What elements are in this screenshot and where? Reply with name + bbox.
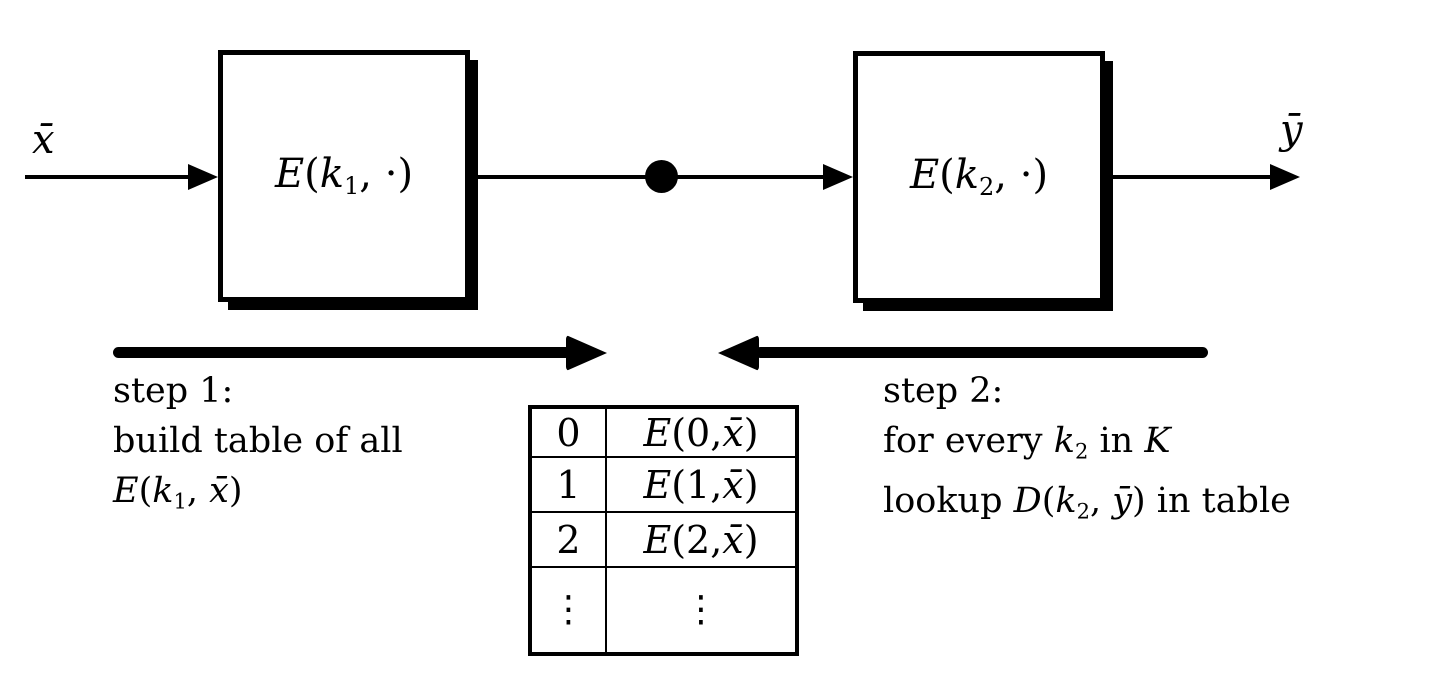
middle-arrowhead-icon bbox=[823, 164, 853, 190]
step2-annotation: step 2: for every k2 in K lookup D(k2, ȳ… bbox=[883, 366, 1291, 537]
encryption-box-2-label: E(k2, ·) bbox=[909, 152, 1049, 202]
table-value-cell: E(2, x̄) bbox=[607, 513, 795, 568]
output-arrowhead-icon bbox=[1270, 164, 1300, 190]
input-arrowhead-icon bbox=[188, 164, 218, 190]
step2-arrowhead-icon bbox=[718, 335, 759, 371]
input-arrow-line bbox=[25, 175, 195, 179]
step1-line3: E(k1, x̄) bbox=[113, 471, 243, 514]
output-signal-label: ȳ bbox=[1280, 107, 1303, 153]
step2-line3: lookup D(k2, ȳ) in table bbox=[883, 481, 1291, 524]
encryption-box-1: E(k1, ·) bbox=[218, 50, 470, 302]
input-signal-label: x̄ bbox=[32, 117, 55, 163]
table-key-cell: 0 bbox=[532, 409, 607, 458]
table-value-cell: E(1, x̄) bbox=[607, 458, 795, 513]
output-arrow-line bbox=[1106, 175, 1274, 179]
lookup-table: 0 E(0, x̄) 1 E(1, x̄) 2 E(2, x̄) ⋮ ⋮ bbox=[528, 405, 799, 656]
step2-arrow-line bbox=[755, 347, 1208, 358]
step1-arrow-line bbox=[113, 347, 571, 358]
table-key-cell: 2 bbox=[532, 513, 607, 568]
step2-line1: step 2: bbox=[883, 371, 1004, 411]
step1-line1: step 1: bbox=[113, 371, 234, 411]
table-key-cell: 1 bbox=[532, 458, 607, 513]
junction-dot-icon bbox=[645, 160, 678, 193]
table-value-cell-ellipsis: ⋮ bbox=[683, 589, 719, 630]
step2-line2: for every k2 in K bbox=[883, 421, 1171, 464]
step1-line2: build table of all bbox=[113, 421, 403, 461]
step1-annotation: step 1: build table of all E(k1, x̄) bbox=[113, 366, 403, 526]
table-value-cell: E(0, x̄) bbox=[607, 409, 795, 458]
encryption-box-2: E(k2, ·) bbox=[853, 51, 1105, 303]
encryption-box-1-label: E(k1, ·) bbox=[274, 151, 414, 201]
table-key-cell-ellipsis: ⋮ bbox=[532, 568, 607, 652]
step1-arrowhead-icon bbox=[566, 335, 607, 371]
